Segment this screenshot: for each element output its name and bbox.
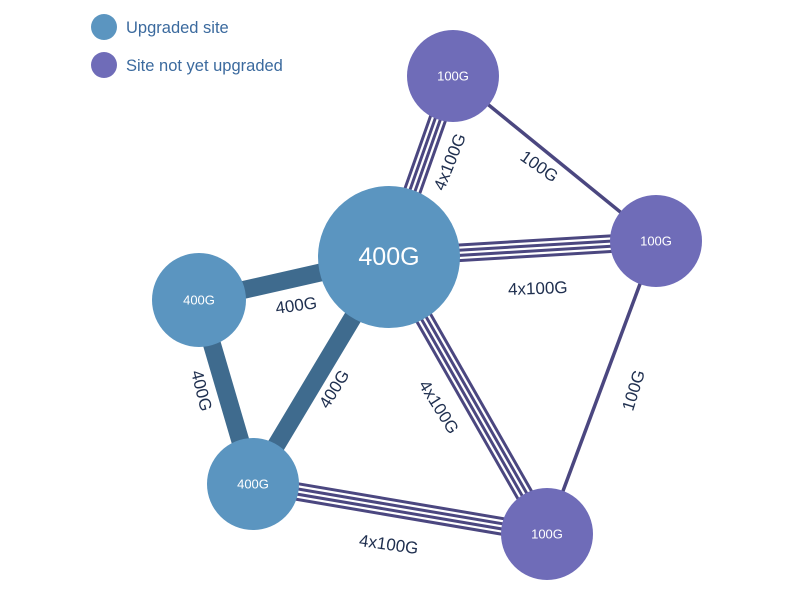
site-right[interactable]: 100G — [610, 195, 702, 287]
site-hub-label: 400G — [358, 243, 419, 271]
link-label-hub-top: 4x100G — [430, 131, 470, 193]
site-bottom-left-circle[interactable] — [207, 438, 299, 530]
nodes: 400G 400G 400G 100G 100G 100G — [152, 30, 702, 580]
link-label-left-bottom-left: 400G — [187, 368, 215, 413]
link-right-bottom-right — [545, 240, 658, 535]
site-top[interactable]: 100G — [407, 30, 499, 122]
site-hub-circle[interactable] — [318, 186, 460, 328]
site-top-label: 100G — [437, 69, 469, 84]
link-bottom-left-bottom-right-strand-2 — [253, 479, 548, 533]
site-right-circle[interactable] — [610, 195, 702, 287]
link-bottom-left-bottom-right-strand-1 — [254, 474, 549, 528]
link-label-hub-left: 400G — [274, 293, 318, 318]
legend-not-upgraded-swatch — [91, 52, 117, 78]
site-top-circle[interactable] — [407, 30, 499, 122]
link-label-hub-bottom-right: 4x100G — [415, 377, 463, 438]
site-bottom-left-label: 400G — [237, 477, 269, 492]
link-bottom-left-bottom-right-strand-4 — [251, 490, 546, 544]
site-bottom-right[interactable]: 100G — [501, 488, 593, 580]
legend-upgraded-swatch — [91, 14, 117, 40]
site-bottom-right-circle[interactable] — [501, 488, 593, 580]
link-label-right-bottom-right: 100G — [619, 368, 649, 413]
site-right-label: 100G — [640, 234, 672, 249]
legend-not-upgraded-label: Site not yet upgraded — [126, 57, 283, 75]
site-left[interactable]: 400G — [152, 253, 246, 347]
link-label-hub-right: 4x100G — [508, 278, 568, 299]
site-left-label: 400G — [183, 293, 215, 308]
link-bottom-left-bottom-right-strand-3 — [252, 485, 547, 539]
legend: Upgraded site Site not yet upgraded — [91, 14, 283, 78]
site-bottom-right-label: 100G — [531, 527, 563, 542]
link-label-bottom-left-bottom-right: 4x100G — [358, 531, 420, 558]
site-bottom-left[interactable]: 400G — [207, 438, 299, 530]
link-label-top-right: 100G — [517, 147, 562, 186]
site-hub[interactable]: 400G — [318, 186, 460, 328]
legend-upgraded-label: Upgraded site — [126, 19, 229, 37]
site-left-circle[interactable] — [152, 253, 246, 347]
